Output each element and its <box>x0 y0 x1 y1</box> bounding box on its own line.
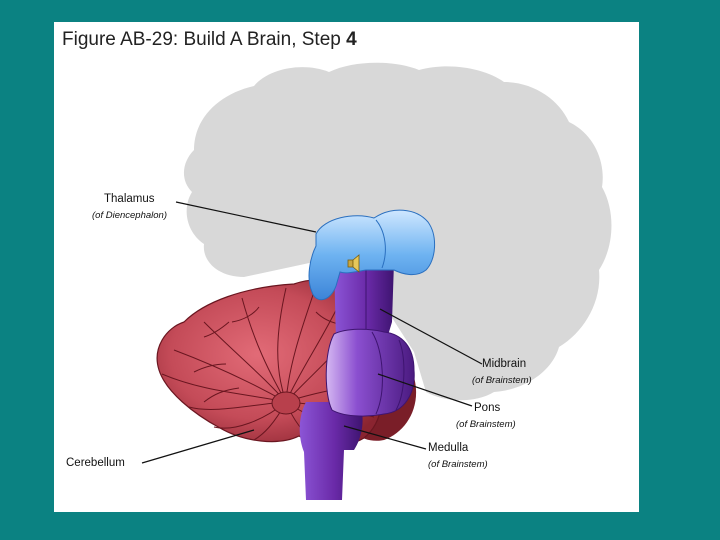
brain-illustration <box>141 62 612 500</box>
midbrain-leader <box>379 308 483 365</box>
figure-title-step: 4 <box>346 29 357 50</box>
thalamus-label: Thalamus <box>104 193 155 205</box>
cerebellum-center <box>271 391 301 415</box>
medulla-shape <box>299 402 363 500</box>
figure-title: Figure AB-29: Build A Brain, Step 4 <box>62 29 357 51</box>
figure-title-text: Figure AB-29: Build A Brain, Step <box>62 29 347 50</box>
pons-label: Pons <box>474 402 501 414</box>
figure-slide: Figure AB-29: Build A Brain, Step 4 <box>54 22 639 512</box>
pons-shape <box>325 328 415 417</box>
leader-lines <box>141 201 483 464</box>
medulla-label: Medulla <box>428 442 469 454</box>
cerebellum-leader <box>141 429 255 464</box>
pons-sublabel: (of Brainstem) <box>456 419 516 430</box>
speaker-icon[interactable] <box>347 254 360 273</box>
cerebellum-label: Cerebellum <box>66 457 125 469</box>
medulla-sublabel: (of Brainstem) <box>428 459 488 470</box>
midbrain-label: Midbrain <box>482 358 527 370</box>
pons-leader <box>377 373 473 407</box>
thalamus-sublabel: (of Diencephalon) <box>92 210 167 221</box>
thalamus-leader <box>175 201 317 233</box>
thalamus-shape <box>308 209 435 301</box>
medulla-leader <box>343 425 427 450</box>
midbrain-sublabel: (of Brainstem) <box>472 375 532 386</box>
midbrain-shape <box>334 262 394 342</box>
